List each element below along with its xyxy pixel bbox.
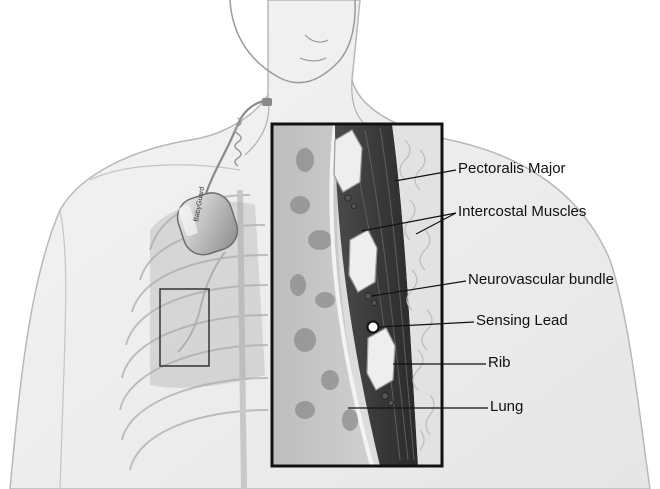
neck-connector [262,98,272,106]
label-lung: Lung [490,398,523,415]
label-intercostal-muscles: Intercostal Muscles [458,203,586,220]
sensing-lead-dot [368,322,379,333]
label-pectoralis-major: Pectoralis Major [458,160,566,177]
label-sensing-lead: Sensing Lead [476,312,568,329]
label-rib: Rib [488,354,511,371]
cross-section-inset [272,124,442,466]
label-neurovascular-bundle: Neurovascular bundle [468,271,614,288]
